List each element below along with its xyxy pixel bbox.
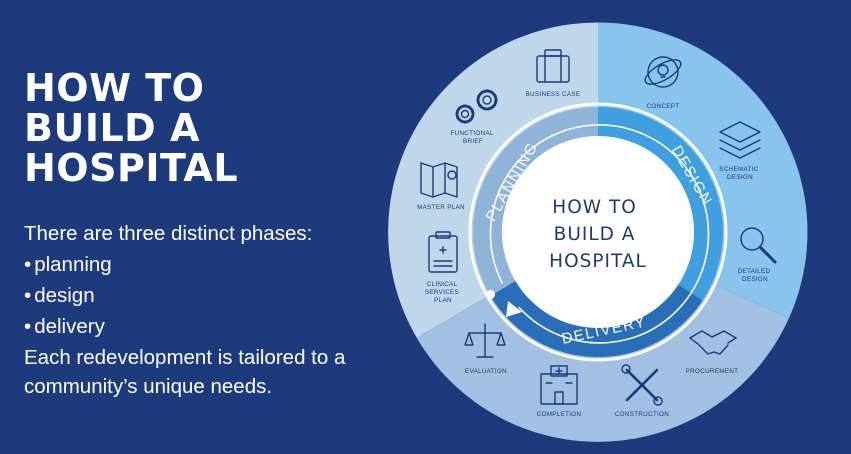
stage-label-schematic-design: SCHEMATIC DESIGN [719,166,760,181]
stage-label-line: CLINICAL [427,281,458,288]
stage-label-line: BRIEF [463,138,483,145]
stage-label-line: CONSTRUCTION [615,411,669,418]
stage-label-line: EVALUATION [465,368,507,375]
briefcase-icon [536,49,570,83]
center-label-line: HOSPITAL [549,251,647,272]
page-title: HOW TO BUILD A HOSPITAL [24,68,354,188]
stage-label-line: DESIGN [727,174,753,181]
ring-arrow-track [489,124,710,344]
tools-icon [621,364,663,406]
phase-item-design: design [24,280,112,311]
stage-label-completion: COMPLETION [537,411,582,418]
ring-arrow-start-dot [486,290,495,299]
phase-item-delivery: delivery [24,311,112,342]
stage-label-business-case: BUSINESS CASE [526,91,581,98]
gears-icon [455,89,498,124]
stage-label-line: FUNCTIONAL [450,130,493,137]
stage-label-line: PLAN [434,297,452,304]
clipboard-icon [428,231,458,273]
handshake-icon [689,330,737,355]
center-disc [502,136,694,328]
stage-label-line: SERVICES [425,289,459,296]
phase-item-planning: planning [24,249,112,280]
stage-label-line: SCHEMATIC [719,166,758,173]
stage-label-master-plan: MASTER PLAN [417,204,465,211]
lightbulb-icon [644,56,682,88]
center-label: HOW TO BUILD A HOSPITAL [549,197,647,272]
stage-label-line: MASTER PLAN [417,204,465,211]
stage-label-procurement: PROCUREMENT [686,368,739,375]
stage-label-evaluation: EVALUATION [465,368,507,375]
title-line: BUILD A [24,106,200,150]
intro-text: There are three distinct phases: [24,222,313,245]
scales-icon [464,323,506,358]
hospital-icon [540,365,578,405]
stage-label-line: COMPLETION [537,411,582,418]
layers-icon [719,121,761,159]
ring-arrow-head [506,301,522,317]
center-label-line: BUILD A [554,224,636,245]
center-label-line: HOW TO [552,197,637,218]
stage-label-functional-brief: FUNCTIONAL BRIEF [450,130,495,145]
outro-text: Each redevelopment is tailored to a comm… [24,346,346,398]
title-line: HOSPITAL [24,146,239,190]
stage-label-line: PROCUREMENT [686,368,739,375]
stage-label-line: CONCEPT [647,103,680,110]
map-icon [420,162,458,198]
title-line: HOW TO [24,66,205,110]
stage-label-construction: CONSTRUCTION [615,411,669,418]
stage-label-line: DESIGN [742,276,768,283]
stage-label-clinical-services-plan: CLINICAL SERVICES PLAN [425,281,461,304]
stage-label-line: BUSINESS CASE [526,91,581,98]
stage-label-detailed-design: DETAILED DESIGN [738,268,773,283]
stage-label-concept: CONCEPT [647,103,680,110]
stage-label-line: DETAILED [738,268,771,275]
outer-ring-divider [468,102,728,362]
magnifier-icon [740,227,777,264]
phase-list: planning design delivery [24,249,112,342]
